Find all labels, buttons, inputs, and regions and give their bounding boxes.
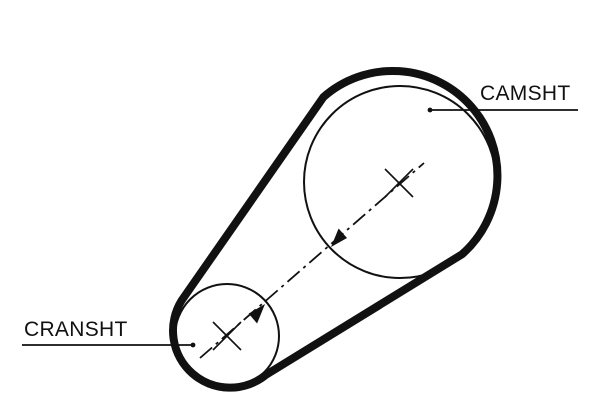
timing-belt: [169, 66, 502, 392]
crankshaft-pulley: [174, 283, 280, 389]
crankshaft-label: CRANSHT: [24, 318, 128, 341]
arrow-toward-crankshaft-icon: [331, 228, 347, 247]
camshaft-center-cross-icon: [384, 168, 414, 198]
camshaft-label: CAMSHT: [480, 82, 571, 105]
crankshaft-center-cross-icon: [212, 321, 242, 351]
crankshaft-leader-dot: [190, 342, 196, 348]
camshaft-leader-dot: [427, 107, 433, 113]
camshaft-pulley: [303, 85, 497, 279]
arrow-toward-camshaft-icon: [248, 304, 265, 324]
